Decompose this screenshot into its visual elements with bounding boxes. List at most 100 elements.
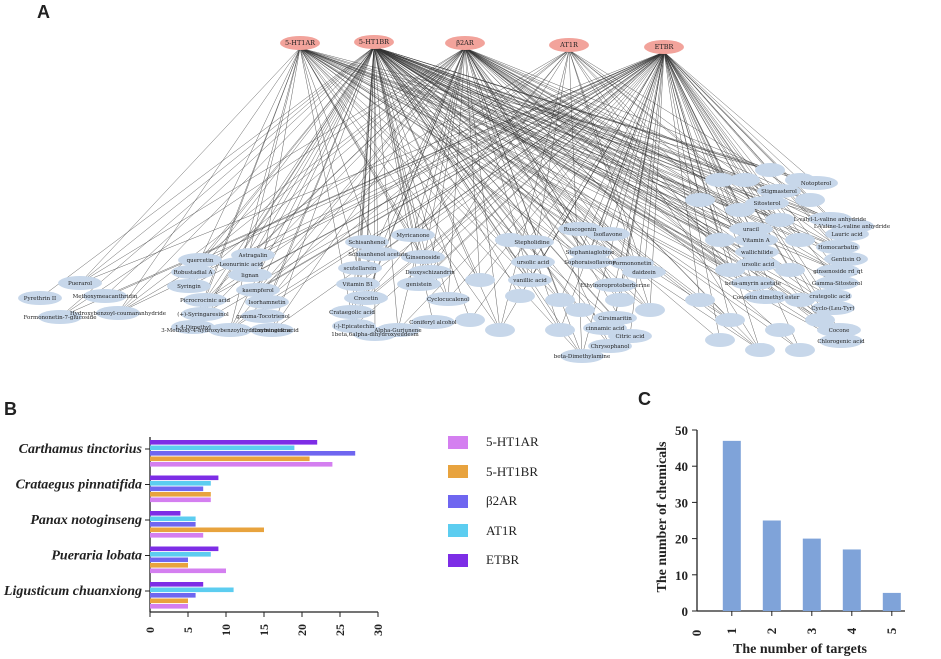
compound-node [757,184,801,198]
compound-node [171,320,215,334]
bar-2ar [150,593,196,598]
compound-label: 3-Methoxy-4-hydroxybenzoylhydroxybenzoic… [161,328,299,334]
network-edge [366,51,665,243]
legend-swatch-5ht1br [448,465,468,478]
compound-node [356,247,400,261]
network-edge [117,47,301,314]
bar-at1r [150,516,196,522]
col-bar [762,520,781,611]
compound-node [705,233,735,247]
network-edge [240,51,665,265]
compound-node [745,196,789,210]
compound-node [236,283,280,297]
bar-5ht1ar [150,533,204,538]
bar-at1r [150,445,295,451]
compound-node [181,307,225,321]
compound-label: Myricanone [396,233,429,239]
compound-label: Stephaniaglobine [566,250,615,256]
compound-node [83,289,127,303]
bar-5ht1br [150,598,188,604]
compound-label: Formononetin-7-glucoside [24,315,97,321]
compound-node [560,349,604,363]
network-edge [59,46,375,318]
network-edge [373,46,801,301]
compound-label: crategolic acid [809,294,851,300]
compound-label: Homocarbatin [818,245,858,251]
compound-node [58,276,102,290]
network-edge [373,46,533,243]
legend-item-b2ar: β2AR [448,491,598,511]
network-edge [299,47,791,271]
network-edge [373,46,631,337]
bar-2ar [150,522,196,527]
compound-label: Schisanhenol acetate [348,252,408,258]
network-edge [663,51,754,284]
network-edge [299,47,767,298]
compound-node [775,263,805,277]
bar-etbr [150,440,318,445]
compound-node [808,289,852,303]
network-edge [271,46,375,331]
network-edge [464,47,501,331]
network-edge [412,49,570,236]
network-edge [373,46,420,285]
target-node [354,35,394,49]
network-edge [373,46,379,255]
compound-label: Robustadial A [174,270,214,276]
compound-node [408,265,452,279]
compound-label: Chlorogenic acid [817,339,865,345]
compound-node [545,323,575,337]
network-edge [589,51,665,263]
compound-node [588,339,632,353]
legend-swatch-at1r [448,524,468,537]
compound-node [485,323,515,337]
bar-2ar [150,557,188,563]
compound-node [219,257,263,271]
network-edge [188,46,375,287]
network-edge [397,51,665,331]
bar-etbr [150,475,219,481]
network-edge [299,47,414,236]
compound-label: Leonurinic acid [219,262,263,268]
col-bar [842,549,861,611]
bar-at1r [150,552,211,557]
compound-node [729,222,773,236]
col-x-origin-label: 0 [689,630,704,637]
network-edge [199,47,301,261]
bar-x-tick-label: 0 [143,627,157,633]
network-edge [663,51,701,201]
compound-node [734,233,778,247]
legend-item-etbr: ETBR [448,550,598,570]
compound-label: L-valyl-L-valine anhydride [794,217,867,223]
network-edge [464,47,609,235]
col-y-tick-label: 20 [675,532,688,547]
network-edge [429,49,570,273]
compound-label: 1beta,6alpha-dihydroxyeudesm [331,332,419,338]
compound-label: cinnamic acid [586,326,625,332]
col-x-tick-label: 4 [844,627,859,634]
compound-node [736,257,780,271]
compound-label: Ethylnoroprotoberberine [580,283,650,289]
network-edge [299,47,583,357]
compound-node [815,276,859,290]
network-edge [257,51,665,291]
compound-label: gamma-Tocotrienol [236,314,290,320]
network-edge [249,46,375,276]
compound-label: ginsenoside rd_qt [813,269,863,275]
compound-node [376,323,420,337]
network-edge [271,47,466,331]
network-edge [299,47,771,171]
network-edge [79,47,301,284]
compound-node [411,315,455,329]
compound-label: Cocoetin dimethyl ester [733,295,800,301]
compound-node [635,303,665,317]
network-edge [663,51,771,171]
network-edge [117,46,375,314]
network-edge [262,46,375,317]
compound-label: Vitamin B1 [342,282,374,288]
legend-item-5ht1ar: 5-HT1AR [448,432,598,452]
network-edge [377,51,665,255]
network-edge [373,46,801,351]
compound-node [568,255,612,269]
